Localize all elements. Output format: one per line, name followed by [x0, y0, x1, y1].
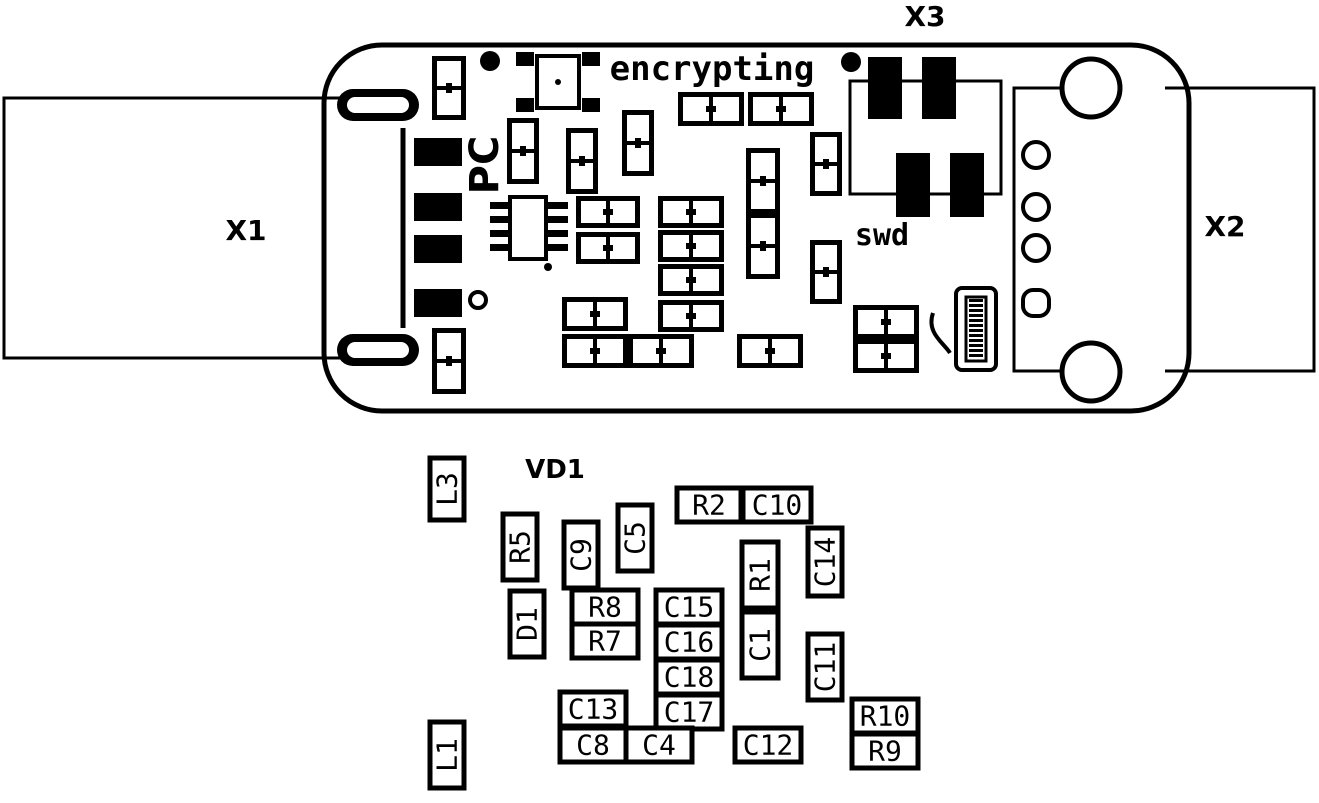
assembly-part-c12: C12 — [732, 725, 804, 765]
reference-l1: L1 — [431, 738, 464, 772]
swd-label: swd — [855, 218, 909, 253]
smd-pad-horizontal — [576, 196, 640, 228]
assembly-part-c13: C13 — [557, 689, 629, 729]
reference-c13: C13 — [568, 693, 619, 726]
reference-c8: C8 — [576, 729, 610, 762]
smd-pad-horizontal — [658, 196, 724, 228]
assembly-part-c14: C14 — [805, 525, 845, 599]
assembly-part-r8: R8 — [569, 587, 641, 627]
reference-r2: R2 — [692, 489, 726, 522]
reference-c9: C9 — [565, 538, 598, 572]
smd-pad-horizontal — [562, 334, 628, 368]
assembly-part-c15: C15 — [653, 587, 725, 627]
fiducials — [468, 51, 861, 310]
assembly-part-r2: R2 — [674, 485, 744, 525]
smd-pad-vertical — [810, 240, 842, 304]
reference-r5: R5 — [504, 530, 537, 564]
pc-label: PC — [462, 136, 508, 195]
smd-pad-horizontal — [658, 300, 724, 332]
smd-pad-vertical — [432, 56, 466, 120]
smd-pad-vertical — [566, 128, 598, 194]
assembly-part-r10: R10 — [849, 696, 921, 736]
reference-r8: R8 — [588, 591, 622, 624]
x1-label: X1 — [225, 214, 266, 247]
reference-c4: C4 — [642, 729, 676, 762]
ic-chip — [490, 195, 568, 261]
reference-r9: R9 — [868, 735, 902, 768]
reference-c11: C11 — [809, 642, 842, 693]
smd-components — [432, 56, 919, 394]
reference-c16: C16 — [664, 626, 715, 659]
smd-pad-horizontal — [737, 334, 803, 368]
x3-label: X3 — [904, 0, 945, 33]
assembly-part-c5: C5 — [615, 502, 655, 574]
reference-c18: C18 — [664, 661, 715, 694]
reference-c10: C10 — [752, 489, 803, 522]
reference-l3: L3 — [431, 472, 464, 506]
board-outline — [321, 42, 1192, 414]
smd-pad-horizontal — [853, 339, 919, 373]
connector-x2 — [1012, 56, 1316, 404]
smd-pad-horizontal — [658, 264, 724, 296]
assembly-part-d1: D1 — [507, 588, 547, 660]
smd-pad-vertical — [746, 213, 780, 279]
assembly-part-c9: C9 — [561, 519, 601, 591]
smd-pad-horizontal — [853, 305, 919, 339]
reference-c1: C1 — [744, 628, 777, 662]
reference-c12: C12 — [743, 729, 794, 762]
reference-r1: R1 — [744, 558, 777, 592]
assembly-part-c8: C8 — [557, 725, 629, 765]
smd-pad-vertical — [432, 328, 466, 394]
smd-pad-horizontal — [628, 334, 694, 368]
left-pads — [414, 138, 462, 317]
smd-pad-vertical — [810, 132, 842, 196]
reference-c14: C14 — [809, 537, 842, 588]
assembly-part-r9: R9 — [849, 731, 921, 771]
led-footprint — [516, 52, 600, 112]
micro-connector — [929, 286, 998, 372]
reference-d1: D1 — [511, 607, 544, 641]
x2-label: X2 — [1204, 210, 1245, 243]
smd-pad-horizontal — [562, 297, 628, 331]
smd-pad-horizontal — [576, 232, 640, 264]
reference-c5: C5 — [619, 521, 652, 555]
assembly-part-c11: C11 — [805, 631, 845, 703]
smd-pad-vertical — [507, 118, 539, 184]
assembly-part-c1: C1 — [739, 609, 781, 681]
assembly-part-c17: C17 — [653, 692, 725, 732]
reference-r7: R7 — [588, 625, 622, 658]
encrypting-label: encrypting — [610, 49, 815, 89]
reference-c15: C15 — [664, 591, 715, 624]
usb-connector-x1 — [2, 89, 419, 366]
assembly-part-l1: L1 — [427, 719, 467, 791]
assembly-part-c18: C18 — [653, 657, 725, 697]
assembly-part-c4: C4 — [623, 725, 695, 765]
assembly-part-c10: C10 — [740, 485, 814, 525]
assembly-part-c16: C16 — [653, 622, 725, 662]
assembly-part-l3: L3 — [427, 455, 467, 523]
smd-pad-horizontal — [678, 92, 744, 126]
smd-pad-vertical — [746, 148, 780, 214]
swd-header-x3 — [848, 57, 1003, 217]
smd-pad-horizontal — [748, 92, 814, 126]
smd-pad-vertical — [622, 110, 654, 176]
assembly-part-r7: R7 — [569, 621, 641, 661]
assembly-part-r5: R5 — [500, 511, 540, 583]
reference-c17: C17 — [664, 696, 715, 729]
assembly-part-r1: R1 — [739, 539, 781, 611]
smd-pad-horizontal — [658, 230, 724, 262]
reference-r10: R10 — [860, 700, 911, 733]
vd1-label: VD1 — [525, 455, 585, 485]
